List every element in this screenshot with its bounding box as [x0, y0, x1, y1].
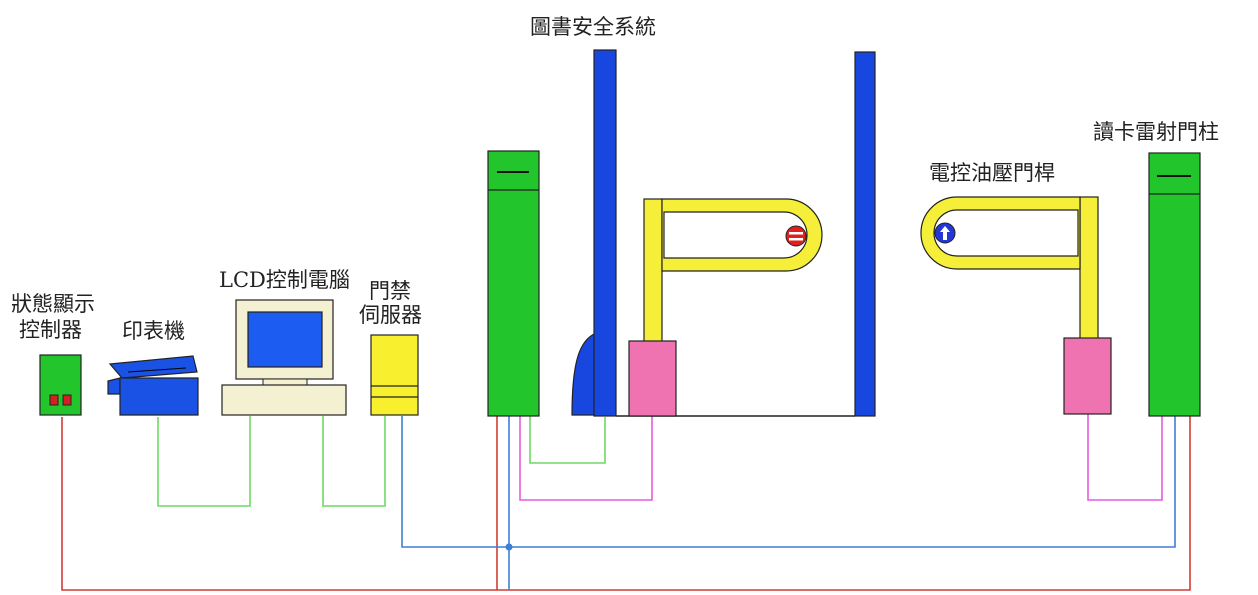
indicator-light	[49, 394, 59, 406]
pink-motor-post-wire	[1087, 413, 1163, 501]
stop-icon	[785, 225, 807, 247]
computer-base	[221, 384, 347, 416]
gate-motor	[1063, 337, 1112, 415]
printer	[107, 355, 199, 416]
status-controller-label-line2: 控制器	[19, 318, 82, 342]
card-reader-post-label: 讀卡雷射門柱	[1093, 120, 1219, 144]
status-controller-label-line1: 狀態顯示	[11, 292, 95, 316]
monitor-screen	[247, 311, 323, 368]
blue-junction	[505, 543, 513, 551]
gate-motor	[628, 340, 677, 417]
door-server-label-line2: 伺服器	[359, 303, 422, 327]
pink-post-motor-wire	[519, 416, 653, 501]
wiring	[61, 413, 1191, 591]
lcd-computer	[221, 299, 347, 416]
security-antenna-right	[854, 51, 876, 417]
security-antenna-left	[571, 49, 617, 417]
green-pc-server-wire	[322, 416, 386, 507]
card-reader-post-right	[1148, 152, 1201, 417]
green-printer-pc-wire	[157, 416, 251, 507]
door-server-label-line1: 門禁	[369, 279, 411, 303]
blue-network-wire	[401, 416, 1176, 548]
gate-arm-left	[628, 198, 823, 417]
status-display-controller	[39, 354, 82, 416]
indicator-light	[62, 394, 72, 406]
green-post-antenna-wire	[529, 416, 606, 464]
gate-arm-right	[920, 196, 1112, 415]
security-system-label: 圖書安全系統	[530, 15, 656, 39]
hydraulic-gate-arm-label: 電控油壓門桿	[929, 161, 1055, 185]
lcd-computer-label: LCD控制電腦	[219, 268, 350, 292]
card-reader-post-left	[487, 150, 540, 417]
door-access-server	[370, 334, 419, 416]
red-power-wire	[61, 416, 1191, 591]
printer-label: 印表機	[122, 319, 185, 343]
arrow-up-icon	[934, 222, 956, 244]
